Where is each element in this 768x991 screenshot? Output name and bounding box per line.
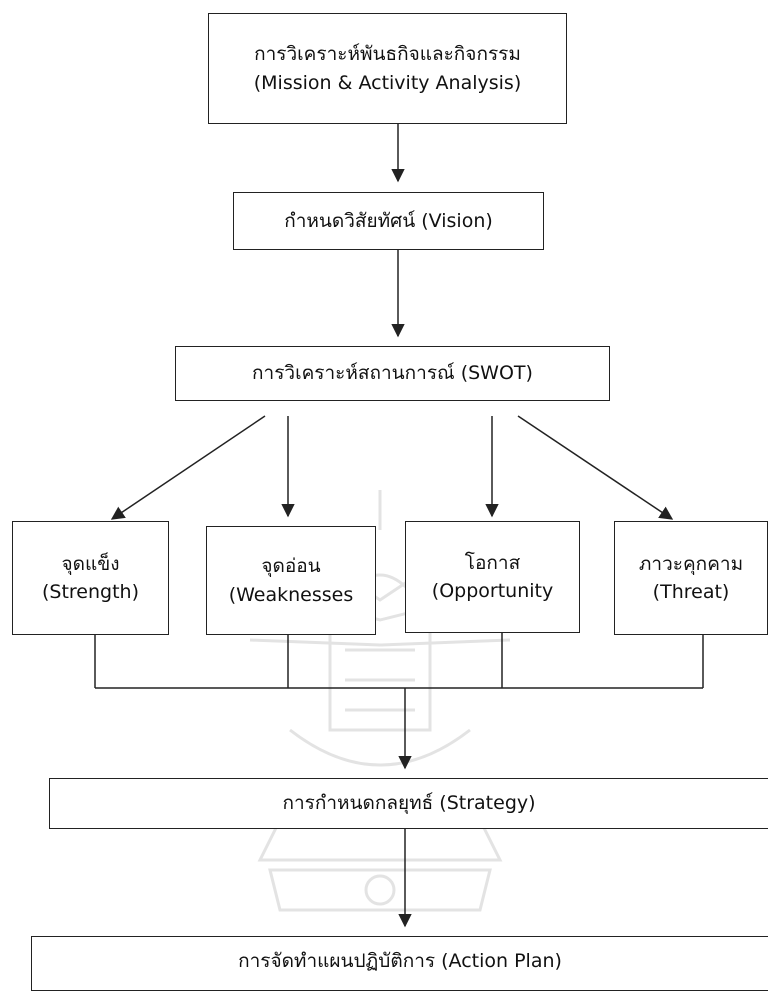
action-plan-label: การจัดทำแผนปฏิบัติการ (Action Plan) (238, 950, 562, 972)
weakness-subtitle: (Weaknesses (228, 583, 354, 606)
opportunity-subtitle: (Opportunity (431, 580, 554, 602)
weakness-title: จุดอ่อน (261, 555, 321, 577)
strength-subtitle: (Strength) (41, 581, 139, 603)
mission-subtitle: (Mission & Activity Analysis) (253, 71, 522, 94)
threat-box: ภาวะคุกคาม (Threat) (614, 521, 768, 635)
swot-label: การวิเคราะห์สถานการณ์ (SWOT) (252, 362, 533, 385)
arrow-swot-to-threat (517, 415, 674, 520)
threat-subtitle: (Threat) (652, 581, 730, 603)
weakness-box: จุดอ่อน (Weaknesses (206, 526, 376, 635)
strategy-box: การกำหนดกลยุทธ์ (Strategy) (49, 778, 768, 829)
mission-title: การวิเคราะห์พันธกิจและกิจกรรม (254, 43, 521, 65)
action-plan-box: การจัดทำแผนปฏิบัติการ (Action Plan) (31, 936, 768, 991)
opportunity-box: โอกาส (Opportunity (405, 521, 580, 633)
vision-label: กำหนดวิสัยทัศน์ (Vision) (284, 209, 493, 232)
swot-box: การวิเคราะห์สถานการณ์ (SWOT) (175, 346, 610, 401)
mission-box: การวิเคราะห์พันธกิจและกิจกรรม (Mission &… (208, 13, 567, 124)
strength-title: จุดแข็ง (61, 552, 120, 575)
vision-box: กำหนดวิสัยทัศน์ (Vision) (233, 192, 544, 250)
opportunity-title: โอกาส (464, 551, 521, 574)
strength-box: จุดแข็ง (Strength) (12, 521, 169, 635)
strategy-label: การกำหนดกลยุทธ์ (Strategy) (282, 792, 536, 815)
threat-title: ภาวะคุกคาม (638, 552, 744, 575)
